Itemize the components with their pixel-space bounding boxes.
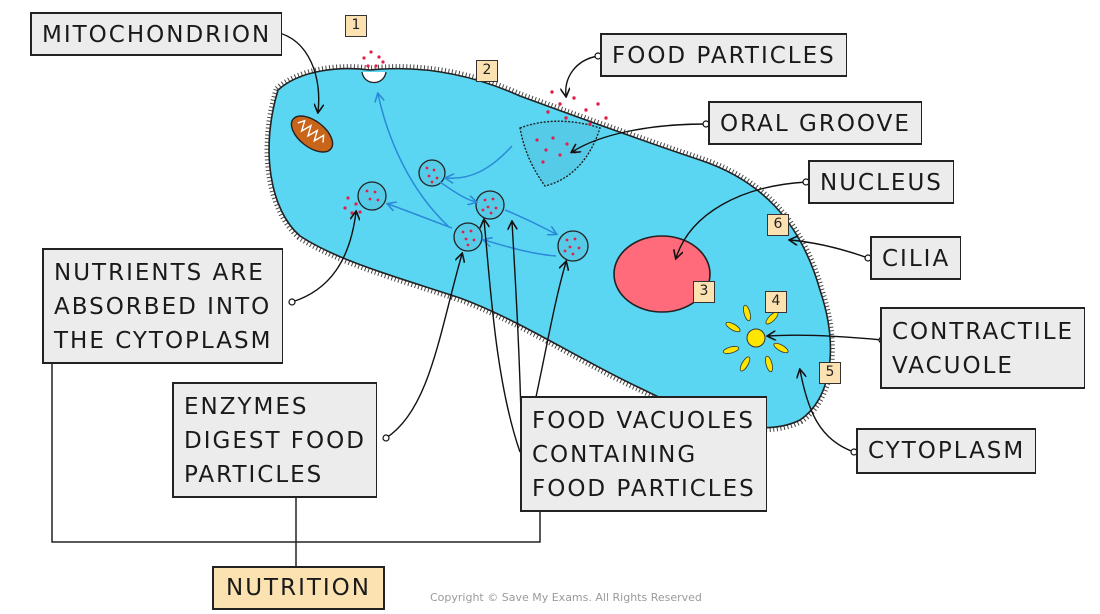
enzymes-line-1: ENZYMES <box>184 394 309 420</box>
anal-pore <box>361 71 387 84</box>
cilia-label: CILIA <box>870 236 962 280</box>
enzymes-line-3: PARTICLES <box>184 462 324 488</box>
contractile-vacuole-line-1: CONTRACTILE <box>892 319 1075 345</box>
nutrients-line-3: THE CYTOPLASM <box>54 328 273 354</box>
food-vacuoles-line-2: CONTAINING <box>532 442 698 468</box>
mitochondrion-label: MITOCHONDRION <box>30 12 283 56</box>
marker-2: 2 <box>476 60 498 82</box>
food-vacuoles <box>357 159 589 262</box>
copyright-notice: Copyright © Save My Exams. All Rights Re… <box>430 591 702 604</box>
nutrients-line-2: ABSORBED INTO <box>54 294 272 320</box>
contractile-vacuole-shape <box>722 304 789 373</box>
label-leader-lines <box>275 31 883 453</box>
marker-3: 3 <box>693 281 715 303</box>
nutrients-line-1: NUTRIENTS ARE <box>54 260 265 286</box>
cytoplasm-label: CYTOPLASM <box>856 428 1037 474</box>
vacuole-movement-arrows <box>378 94 556 257</box>
nutrients-absorbed-label: NUTRIENTS ARE ABSORBED INTO THE CYTOPLAS… <box>42 248 284 364</box>
food-vacuoles-line-3: FOOD PARTICLES <box>532 476 756 502</box>
oral-groove-label: ORAL GROOVE <box>708 101 922 145</box>
food-vacuoles-line-1: FOOD VACUOLES <box>532 408 755 434</box>
contractile-vacuole-line-2: VACUOLE <box>892 353 1014 379</box>
food-vacuoles-label: FOOD VACUOLES CONTAINING FOOD PARTICLES <box>520 396 767 512</box>
nucleus-label: NUCLEUS <box>808 160 954 204</box>
food-particles-label: FOOD PARTICLES <box>600 33 847 77</box>
enzymes-digest-label: ENZYMES DIGEST FOOD PARTICLES <box>172 382 377 498</box>
nucleus-shape <box>613 235 711 313</box>
enzymes-line-2: DIGEST FOOD <box>184 428 366 454</box>
contractile-vacuole-label: CONTRACTILE VACUOLE <box>880 307 1086 389</box>
marker-4: 4 <box>765 291 787 313</box>
nutrition-label: NUTRITION <box>212 566 385 610</box>
marker-6: 6 <box>767 214 789 236</box>
mitochondrion-shape <box>290 115 334 153</box>
marker-5: 5 <box>819 362 841 384</box>
marker-1: 1 <box>345 15 367 37</box>
